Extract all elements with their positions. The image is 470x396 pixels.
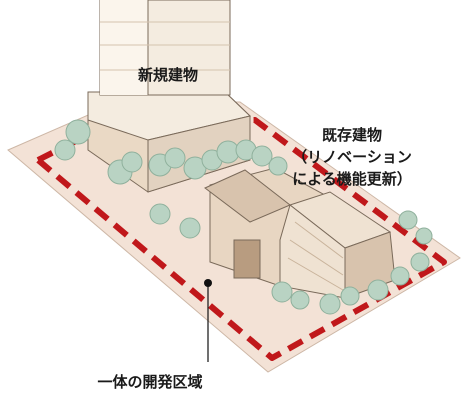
existing-building-label-line2: （リノベーション	[292, 148, 412, 166]
new-building	[87, 0, 252, 193]
existing-building	[204, 167, 396, 299]
development-area-label: 一体の開発区域	[97, 373, 203, 391]
new-building-label: 新規建物	[137, 66, 198, 84]
existing-building-label: 既存建物 （リノベーション による機能更新）	[252, 124, 452, 190]
existing-building-label-line3: による機能更新）	[292, 170, 412, 188]
development-boundary	[35, 117, 447, 361]
existing-building-label-line1: 既存建物	[321, 126, 382, 144]
trees	[54, 119, 433, 315]
